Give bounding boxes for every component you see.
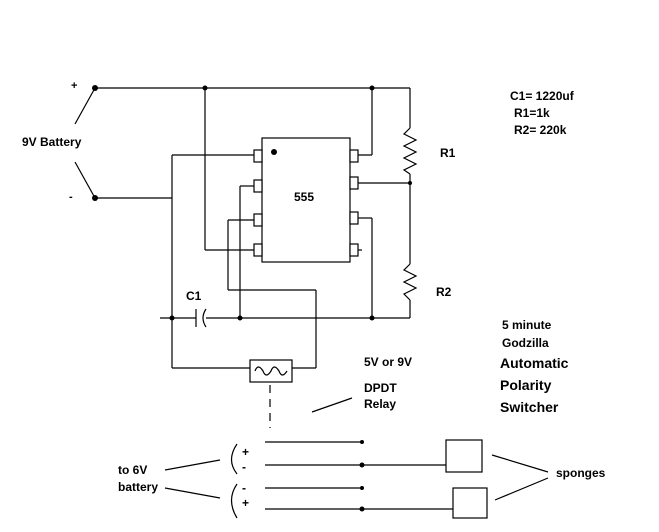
capacitor-c1 [195,308,207,328]
resistor-r2 [402,263,418,301]
contact-minus-1: - [242,460,246,474]
r2-label: R2 [436,285,452,299]
battery-minus-label: - [69,191,73,203]
title-line-2: Godzilla [502,336,549,350]
title-line-5: Switcher [500,399,559,415]
battery-plus-label: + [71,80,77,92]
pin-wiring [160,174,412,369]
relay-contacts [164,440,453,519]
sponges [445,439,549,519]
to-6v-label: to 6V [118,463,147,477]
battery-label: 9V Battery [22,135,82,149]
c1-value: C1= 1220uf [510,89,575,103]
battery2-label: battery [118,480,158,494]
contact-plus-2: + [242,496,249,510]
r2-value: R2= 220k [514,123,567,137]
relay-voltage-label: 5V or 9V [364,355,412,369]
positive-rail [95,85,411,251]
sponges-label: sponges [556,466,606,480]
relay-coil [249,359,353,428]
r1-value: R1=1k [514,106,550,120]
chip-label: 555 [294,190,314,204]
contact-minus-2: - [242,481,246,495]
contact-plus-1: + [242,445,249,459]
relay-label: Relay [364,397,396,411]
negative-rail [95,154,255,369]
resistor-r1 [402,127,418,175]
title-line-1: 5 minute [502,318,552,332]
r1-label: R1 [440,146,456,160]
c1-label: C1 [186,289,202,303]
title-line-4: Polarity [500,377,552,393]
title-line-3: Automatic [500,355,569,371]
relay-type-label: DPDT [364,381,397,395]
